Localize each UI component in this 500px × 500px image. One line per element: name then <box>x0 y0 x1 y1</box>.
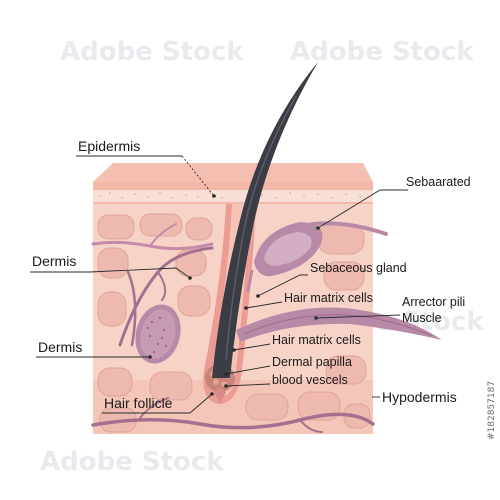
dermal-gland-left <box>135 304 181 364</box>
watermark: Adobe Stock Adobe Stock Adobe Stock Adob… <box>40 37 484 477</box>
label-hair-follicle: Hair follicle <box>104 395 173 411</box>
label-dermis-upper: Dermis <box>32 253 76 269</box>
stock-id-text: #182857187 <box>487 381 497 440</box>
watermark-text: Adobe Stock <box>290 37 474 67</box>
blood-vessels-network <box>91 223 375 433</box>
hair-shaft <box>212 62 318 378</box>
label-hypodermis: Hypodermis <box>382 389 457 405</box>
watermark-text: Adobe Stock <box>40 447 224 477</box>
label-dermis-lower: Dermis <box>38 339 82 355</box>
label-arrector-pili-line1: Arrector pili <box>402 295 465 309</box>
watermark-text: Adobe Stock <box>60 37 244 67</box>
sebaceous-gland <box>246 221 388 293</box>
epidermis-speckle-layer <box>93 190 373 202</box>
label-epidermis: Epidermis <box>78 138 140 154</box>
label-sebaarated: Sebaarated <box>406 175 471 189</box>
label-hair-matrix-upper: Hair matrix cells <box>284 291 373 305</box>
labels: Epidermis Dermis Dermis Hair follicle Se… <box>32 138 471 411</box>
skin-top-face <box>93 163 373 182</box>
label-blood-vessels: blood vescels <box>272 373 348 387</box>
dermal-papilla <box>214 388 226 404</box>
label-arrector-pili-line2: Muscle <box>402 311 442 325</box>
label-hair-matrix-lower: Hair matrix cells <box>272 333 361 347</box>
label-dermal-papilla: Dermal papilla <box>272 355 352 369</box>
leader-lines <box>30 155 408 414</box>
label-sebaceous-gland: Sebaceous gland <box>310 261 407 275</box>
